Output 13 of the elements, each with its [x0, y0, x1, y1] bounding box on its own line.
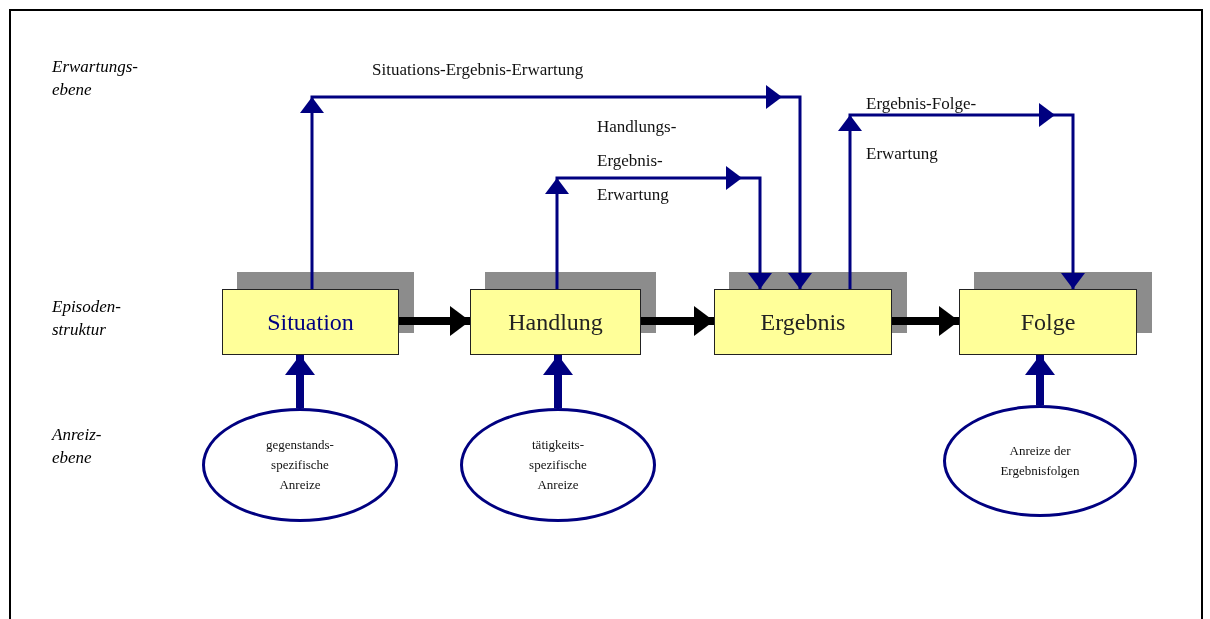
incentive-ellipse: tätigkeits-spezifische Anreize [460, 408, 656, 522]
process-box: Handlung [470, 289, 641, 355]
level-label: Episoden- struktur [52, 296, 122, 341]
level-label: Anreiz- ebene [52, 424, 103, 469]
process-box: Ergebnis [714, 289, 892, 355]
level-label: Erwartungs- ebene [52, 56, 139, 101]
edge-label: Ergebnis-Folge- Erwartung [866, 93, 978, 165]
edge-label: Situations-Ergebnis-Erwartung [372, 60, 584, 80]
incentive-ellipse: Anreize der Ergebnisfolgen [943, 405, 1137, 517]
process-box: Situation [222, 289, 399, 355]
process-box: Folge [959, 289, 1137, 355]
incentive-ellipse: gegenstands-spezifische Anreize [202, 408, 398, 522]
edge-label: Handlungs- Ergebnis- Erwartung [597, 116, 678, 206]
